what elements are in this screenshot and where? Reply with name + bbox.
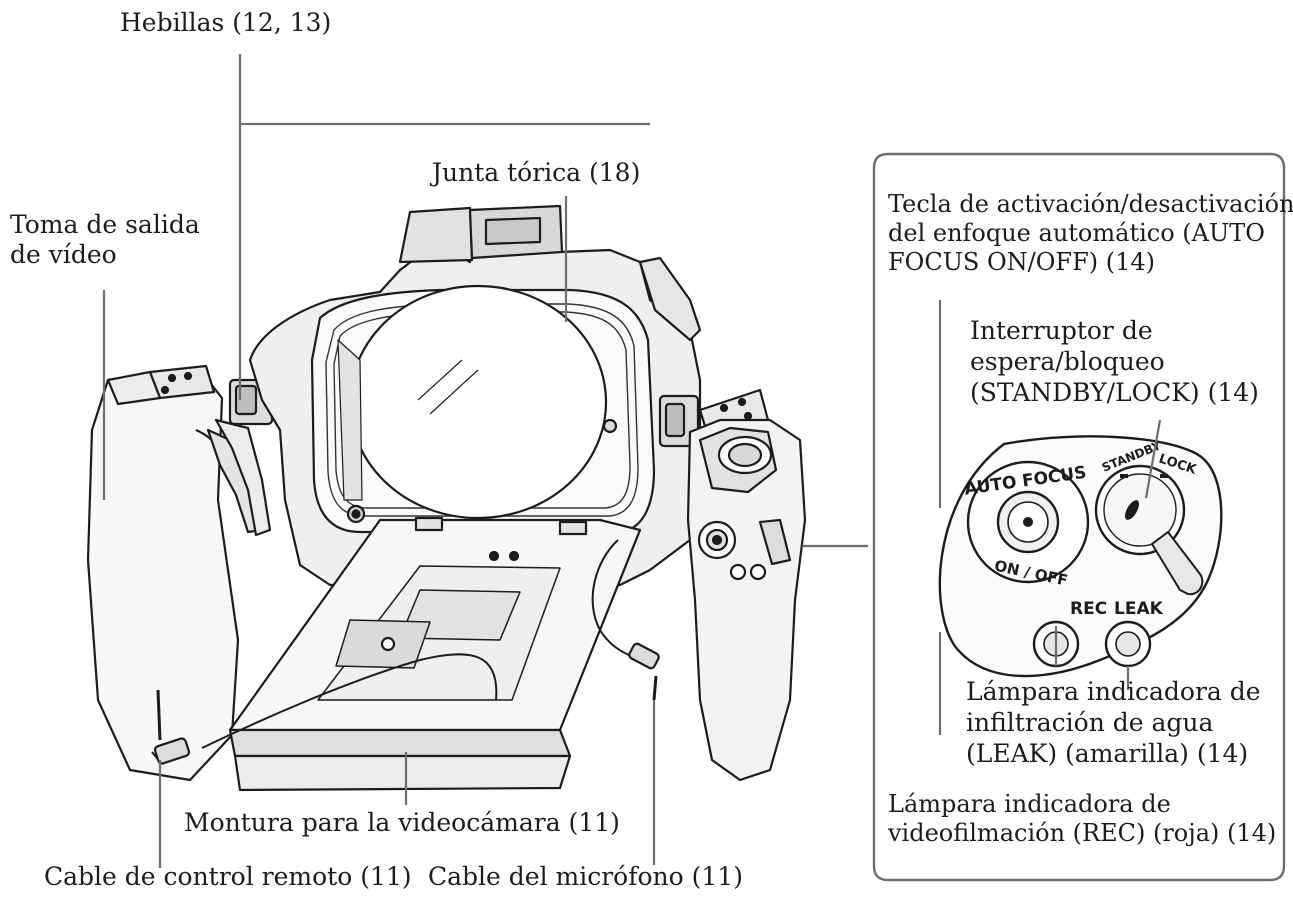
label-cable-microfono: Cable del micrófono (11) (428, 862, 743, 891)
panel-leak-text: LEAK (1114, 599, 1164, 619)
control-panel-callout: AUTO FOCUS ON / OFF STANDBY LOCK REC LEA… (872, 152, 1286, 882)
label-rec-line-2: videofilmación (REC) (roja) (14) (888, 819, 1277, 847)
label-toma-salida-video: Toma de salida de vídeo (10, 210, 200, 270)
label-interruptor-line-1: Interruptor de (970, 316, 1153, 345)
label-tecla-line-1: Tecla de activación/desactivación (888, 190, 1293, 218)
label-tecla-autofocus: Tecla de activación/desactivación del en… (888, 190, 1293, 277)
label-interruptor-line-3: (STANDBY/LOCK) (14) (970, 378, 1259, 407)
label-toma-line-2: de vídeo (10, 240, 117, 269)
label-tecla-line-2: del enfoque automático (AUTO (888, 219, 1265, 247)
right-buckle (658, 394, 700, 448)
panel-rec-text: REC (1070, 599, 1107, 619)
label-toma-line-1: Toma de salida (10, 210, 200, 239)
label-montura-videocamara: Montura para la videocámara (11) (184, 808, 620, 837)
underwater-housing (86, 204, 807, 792)
leader-lines (102, 54, 868, 868)
label-lampara-leak: Lámpara indicadora de infiltración de ag… (966, 676, 1261, 769)
label-hebillas: Hebillas (12, 13) (120, 8, 332, 37)
dial-lever (1150, 530, 1204, 596)
label-tecla-line-3: FOCUS ON/OFF) (14) (888, 248, 1155, 276)
callout-box (872, 152, 1286, 882)
housing-body (248, 204, 702, 587)
label-leak-line-2: infiltración de agua (966, 708, 1214, 737)
label-cable-control-remoto: Cable de control remoto (11) (44, 862, 412, 891)
right-grip (686, 418, 807, 782)
left-buckle (214, 378, 274, 537)
label-leak-line-3: (LEAK) (amarilla) (14) (966, 739, 1249, 768)
label-junta-torica: Junta tórica (18) (432, 158, 641, 187)
label-interruptor-standby-lock: Interruptor de espera/bloqueo (STANDBY/L… (970, 315, 1259, 408)
label-lampara-rec: Lámpara indicadora de videofilmación (RE… (888, 790, 1276, 848)
label-rec-line-1: Lámpara indicadora de (888, 790, 1171, 818)
camera-mount (228, 516, 642, 792)
label-leak-line-1: Lámpara indicadora de (966, 677, 1261, 706)
label-interruptor-line-2: espera/bloqueo (970, 347, 1165, 376)
cables (151, 539, 660, 765)
